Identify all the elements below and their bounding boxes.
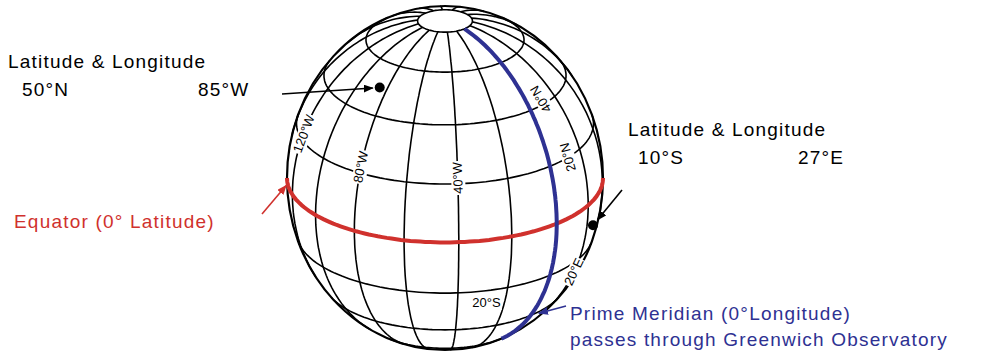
longitude-value: 27°E (798, 148, 844, 169)
meridian-line (461, 10, 484, 12)
prime-meridian-note: passes through Greenwich Observatory (570, 330, 948, 351)
longitude-tick: 40°W (450, 161, 465, 195)
latitude-value: 10°S (638, 148, 684, 169)
callout-heading: Latitude & Longitude (8, 52, 206, 73)
leader-arrow (597, 190, 622, 220)
leader-arrow (539, 306, 566, 313)
latitude-tick: 20°S (471, 296, 501, 310)
meridian-line (452, 7, 461, 10)
polar-cap (418, 10, 473, 32)
meridian-line (392, 12, 426, 16)
meridian-line (440, 6, 443, 10)
leader-arrow (282, 88, 373, 94)
location-dot (375, 83, 385, 93)
longitude-value: 85°W (198, 80, 249, 101)
latitude-line (324, 60, 566, 125)
meridian-line (354, 30, 429, 344)
prime-meridian-line (464, 29, 556, 339)
leader-arrow (262, 186, 286, 214)
globe-grid (287, 6, 603, 350)
equator-label: Equator (0° Latitude) (14, 212, 215, 233)
location-dot (588, 220, 598, 230)
prime-meridian-label: Prime Meridian (0°Longitude) (570, 304, 851, 325)
callout-heading: Latitude & Longitude (628, 120, 826, 141)
latitude-line (390, 339, 500, 348)
meridian-line (404, 32, 438, 349)
latitude-value: 50°N (22, 80, 69, 101)
meridian-line (470, 26, 588, 312)
globe-outline (287, 6, 603, 350)
leader-lines (262, 88, 622, 313)
meridian-line (468, 14, 518, 25)
meridian-line (419, 8, 433, 11)
